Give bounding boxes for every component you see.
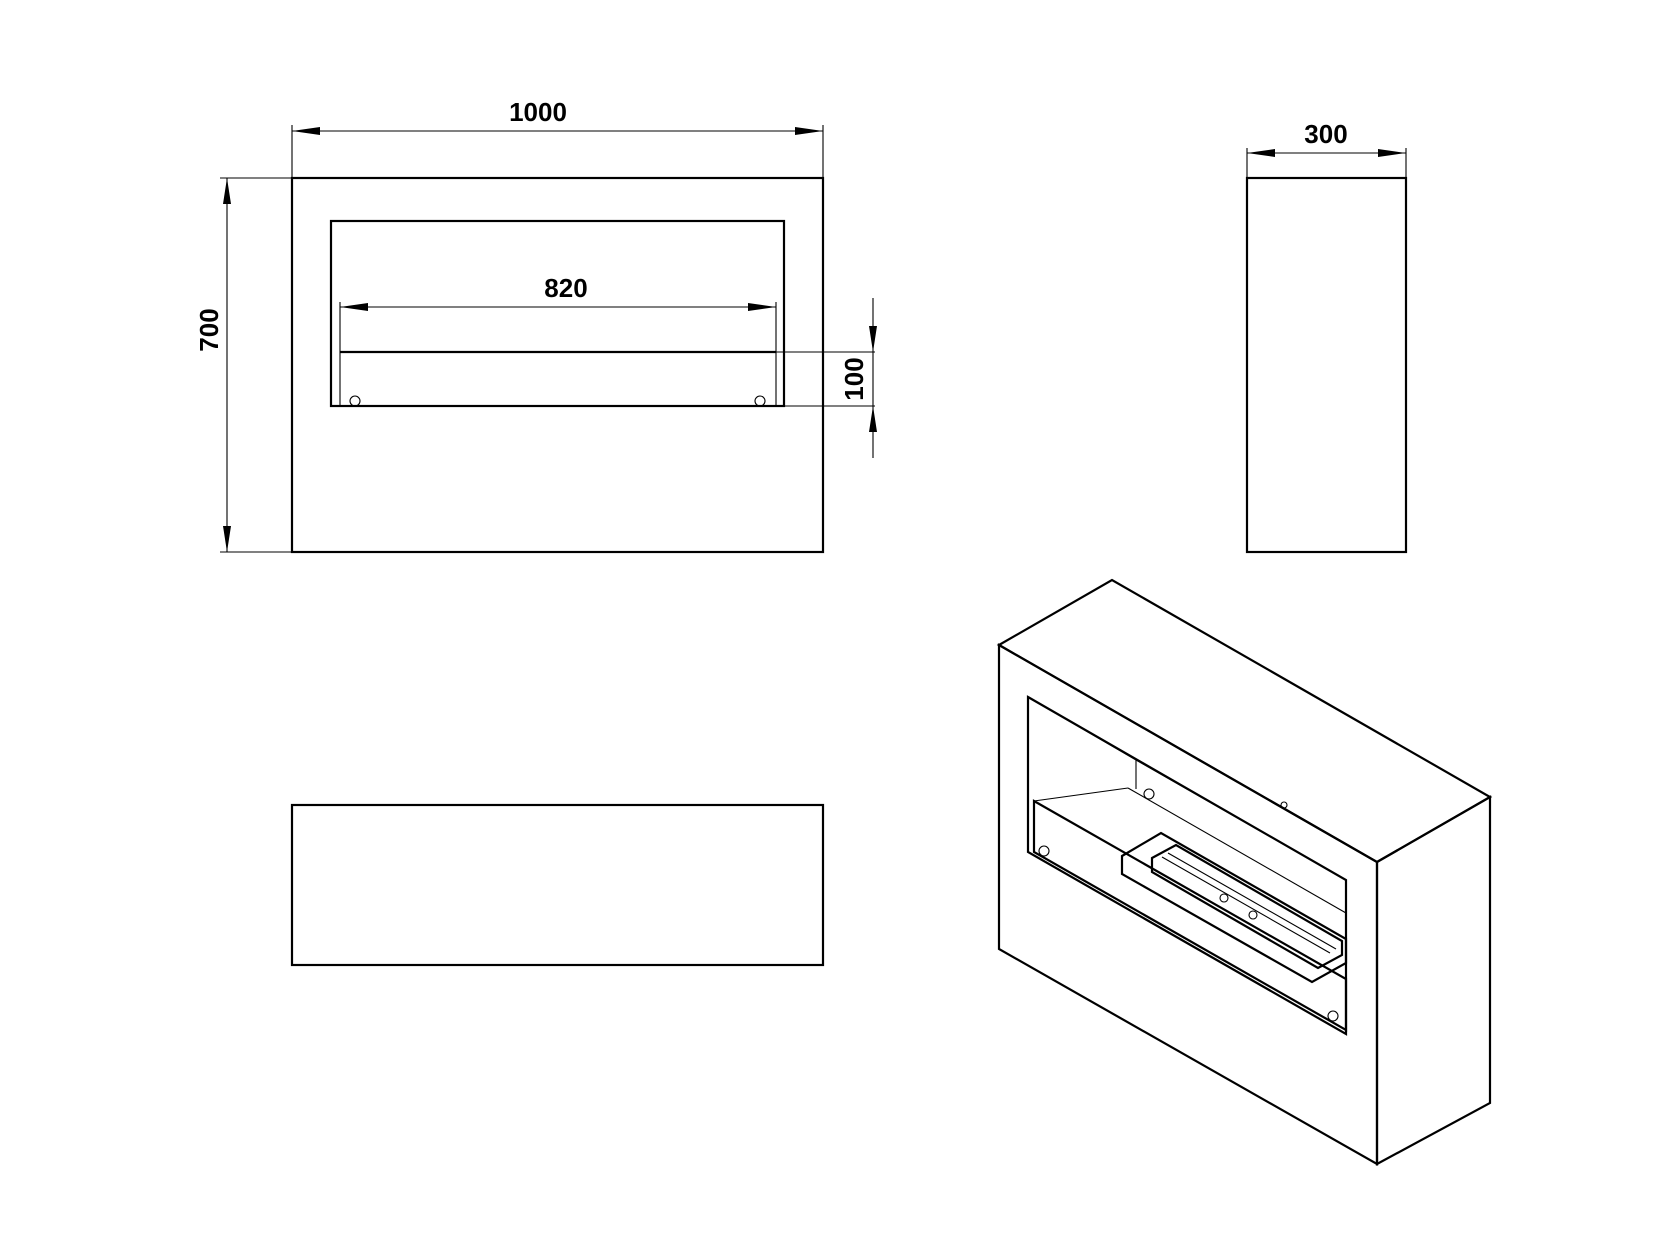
front-view [290, 176, 825, 554]
iso-burner-front-panel [1032, 799, 1348, 1032]
top-view [290, 803, 825, 967]
burner-screw-right [754, 395, 766, 407]
iso-screw-6 [1280, 801, 1288, 809]
isometric-view [996, 578, 1493, 1166]
dimension-overall-height: 700 [194, 177, 292, 553]
burner-screw-left [349, 395, 361, 407]
overall-height-label: 700 [194, 308, 224, 351]
iso-burner-tray [1120, 831, 1348, 984]
front-outer-frame [290, 176, 825, 554]
iso-side-face [1375, 795, 1492, 1166]
top-outer-frame [290, 803, 825, 967]
iso-screw-2 [1327, 1010, 1339, 1022]
iso-screw-3 [1143, 788, 1155, 800]
iso-front-face [997, 643, 1379, 1166]
front-opening [329, 219, 786, 408]
iso-screw-4 [1219, 893, 1229, 903]
iso-top-face [996, 578, 1493, 864]
side-view [1245, 176, 1408, 554]
dimension-overall-width: 1000 [291, 97, 824, 178]
overall-width-label: 1000 [509, 97, 567, 127]
iso-opening [1026, 695, 1348, 1036]
iso-burner-slot [1150, 843, 1344, 970]
dimension-opening-width: 820 [339, 273, 777, 352]
dimension-depth: 300 [1246, 119, 1407, 178]
burner-height-label: 100 [839, 357, 869, 400]
opening-width-label: 820 [544, 273, 587, 303]
side-outer-frame [1245, 176, 1408, 554]
dimension-burner-height: 100 [776, 298, 877, 458]
iso-opening-inner-edge [1027, 696, 1137, 789]
iso-screw-1 [1038, 845, 1050, 857]
depth-label: 300 [1304, 119, 1347, 149]
iso-screw-5 [1248, 910, 1258, 920]
